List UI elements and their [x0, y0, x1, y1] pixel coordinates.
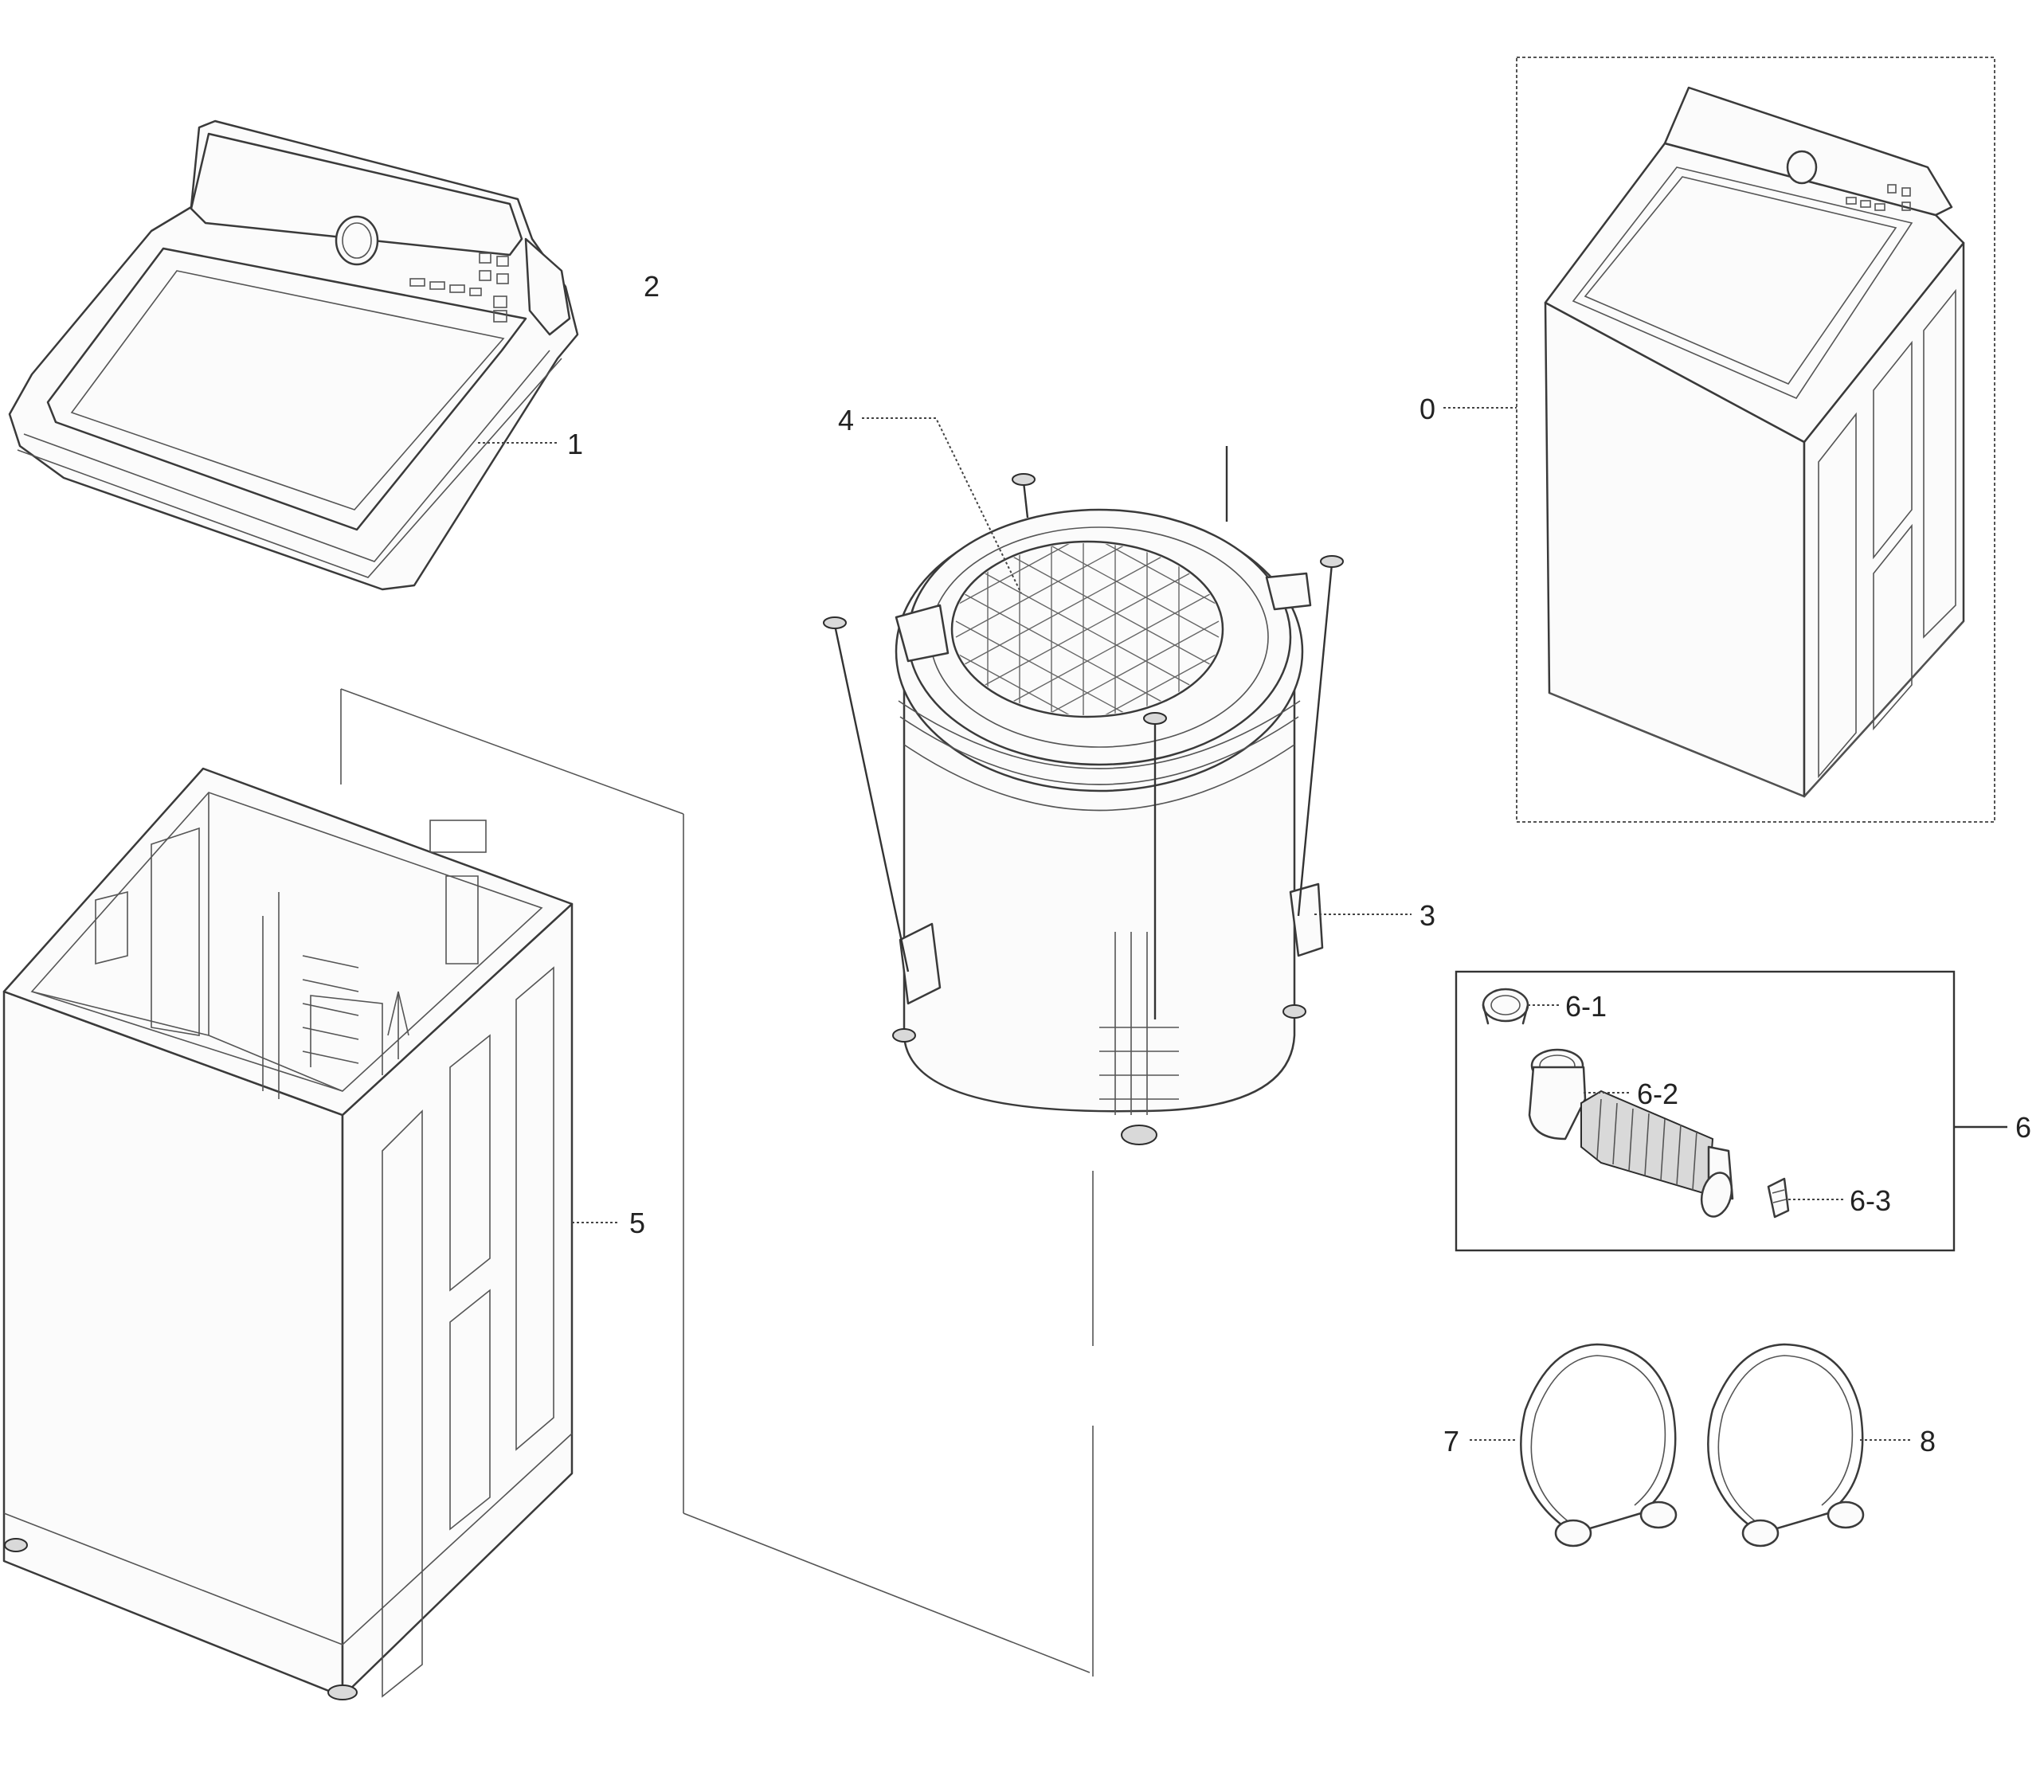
tub-assembly[interactable]: [892, 462, 1324, 1145]
cabinet[interactable]: [2, 767, 574, 1700]
callout-6-3: 6-3: [1850, 1184, 1891, 1217]
callout-6-1: 6-1: [1565, 990, 1607, 1023]
inlet-hose-8[interactable]: [1707, 1343, 1865, 1547]
callout-4: 4: [838, 404, 854, 436]
drain-hose-ribs: [1596, 1098, 1697, 1191]
top-cover-assembly[interactable]: [8, 119, 579, 591]
callout-7: 7: [1443, 1425, 1459, 1457]
suspension-rods: [823, 473, 1344, 1019]
callout-8: 8: [1920, 1425, 1936, 1457]
drain-hose-group-box: [1455, 970, 1956, 1252]
callout-2: 2: [644, 270, 660, 303]
complete-washer-group: [1516, 57, 1995, 823]
wash-basket[interactable]: [955, 462, 1220, 796]
drain-hose[interactable]: [1528, 1048, 1737, 1220]
callout-1: 1: [567, 428, 583, 460]
cabinet-frame-lines: [340, 688, 1091, 1673]
hose-clamp[interactable]: [1482, 988, 1529, 1025]
callout-6-2: 6-2: [1637, 1078, 1678, 1110]
inlet-hose-7[interactable]: [1520, 1343, 1678, 1547]
washer-buttons: [1846, 184, 1911, 211]
callout-3: 3: [1419, 899, 1435, 932]
cabinet-vent-slots: [302, 955, 359, 1064]
control-panel-buttons: [409, 252, 509, 323]
callout-0: 0: [1419, 393, 1435, 425]
hose-clip[interactable]: [1767, 1177, 1790, 1219]
callout-5: 5: [629, 1207, 645, 1239]
complete-washer[interactable]: [1544, 86, 1965, 798]
callout-6: 6: [2015, 1111, 2031, 1144]
